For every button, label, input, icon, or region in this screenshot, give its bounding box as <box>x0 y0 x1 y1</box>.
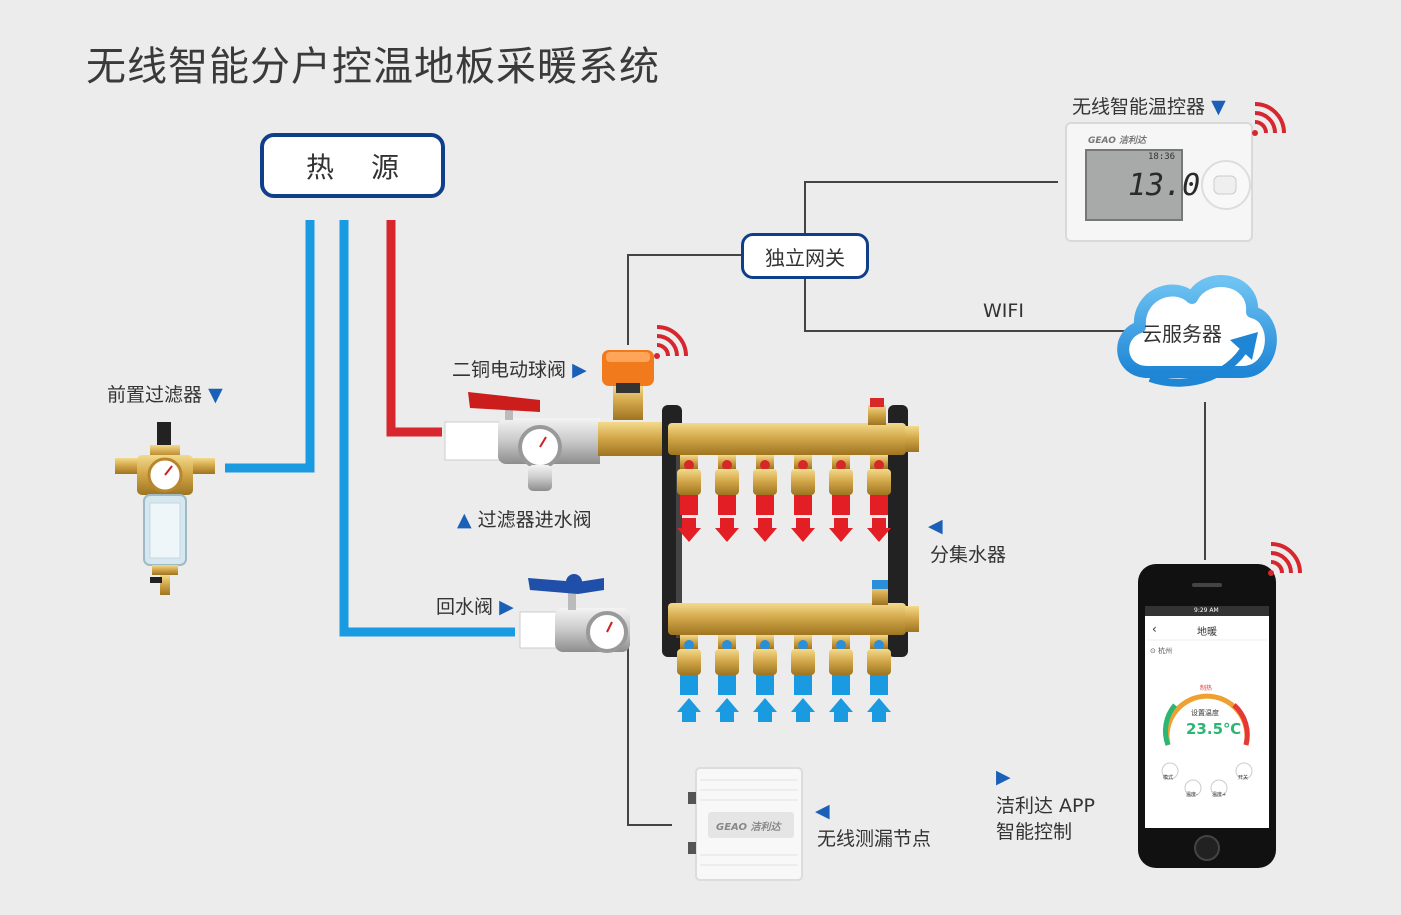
return-outlet <box>753 635 777 722</box>
phone-temp-up-button[interactable]: 温度+ <box>1212 792 1227 798</box>
supply-manifold <box>668 398 919 455</box>
return-flow-arrow <box>715 698 739 722</box>
leak-node-brand-logo: GEAO 洁利达 <box>716 822 781 833</box>
heat-source-box: 热 源 <box>260 133 445 198</box>
ball-valve-label: 二铜电动球阀 ▶ <box>452 359 587 381</box>
triangle-left-icon: ◀ <box>928 515 943 537</box>
wifi-label: WIFI <box>983 300 1024 322</box>
return-manifold <box>668 580 919 635</box>
supply-flow-arrow <box>715 518 739 542</box>
filter-valve-label: ▲ 过滤器进水阀 <box>457 509 592 531</box>
supply-outlet <box>829 455 853 542</box>
wireless-signal-icon <box>1252 102 1286 136</box>
triangle-right-icon: ▶ <box>572 359 587 381</box>
supply-flow-arrow <box>791 518 815 542</box>
manifold-label: 分集水器 <box>930 544 1007 566</box>
phone-mode-button[interactable]: 模式 <box>1163 775 1174 781</box>
return-flow-arrow <box>867 698 891 722</box>
return-outlet <box>715 635 739 722</box>
triangle-right-icon: ▶ <box>499 596 514 618</box>
thermostat-brand-logo: GEAO 洁利达 <box>1088 136 1147 146</box>
supply-outlet <box>677 455 701 542</box>
wireless-symbols <box>654 102 1302 576</box>
cloud-label: 云服务器 <box>1142 322 1222 346</box>
return-outlet <box>791 635 815 722</box>
return-outlet <box>829 635 853 722</box>
triangle-right-icon: ▶ <box>996 766 1011 788</box>
phone-dial-top-label: 制热 <box>1200 685 1213 692</box>
thermostat-label: 无线智能温控器 ▼ <box>1072 96 1226 118</box>
supply-flow-arrow <box>829 518 853 542</box>
phone-status-time: 9:29 AM <box>1194 607 1219 614</box>
return-outlets <box>677 635 891 722</box>
supply-flow-arrow <box>677 518 701 542</box>
leak-node-label: 无线测漏节点 <box>817 828 932 850</box>
app-label-line2: 智能控制 <box>996 821 1073 843</box>
triangle-down-icon: ▼ <box>1211 96 1226 118</box>
phone-back-icon[interactable]: ‹ <box>1152 622 1157 636</box>
supply-valve-assembly <box>444 350 668 491</box>
gateway-box: 独立网关 <box>741 233 869 279</box>
return-flow-arrow <box>753 698 777 722</box>
manifold-brackets <box>662 405 908 657</box>
triangle-left-icon: ◀ <box>815 800 830 822</box>
phone-temp-down-button[interactable]: 温度- <box>1186 792 1198 798</box>
prefilter-graphic <box>115 422 215 595</box>
phone-dial-label: 设置温度 <box>1191 709 1219 717</box>
triangle-up-icon: ▲ <box>457 509 472 531</box>
leak-node-device <box>688 767 803 881</box>
phone-power-button[interactable]: 开关 <box>1238 775 1249 781</box>
supply-outlet <box>867 455 891 542</box>
page-title: 无线智能分户控温地板采暖系统 <box>86 44 660 90</box>
phone-location: ⊙ 杭州 <box>1150 647 1173 655</box>
wireless-signal-icon <box>1268 542 1302 576</box>
supply-outlet <box>791 455 815 542</box>
supply-flow-arrow <box>753 518 777 542</box>
return-flow-arrow <box>677 698 701 722</box>
thermostat-display-value: 13.0 <box>1128 168 1201 203</box>
return-flow-arrow <box>829 698 853 722</box>
phone-header-title: 地暖 <box>1197 627 1217 638</box>
return-valve-label: 回水阀 ▶ <box>436 596 514 618</box>
supply-outlet <box>753 455 777 542</box>
wireless-signal-icon <box>654 325 688 359</box>
return-outlet <box>867 635 891 722</box>
supply-outlet <box>715 455 739 542</box>
supply-flow-arrow <box>867 518 891 542</box>
cloud-graphic <box>1117 275 1277 387</box>
thermostat-display-time: 18:36 <box>1148 152 1176 162</box>
supply-outlets <box>677 455 891 542</box>
control-lines <box>627 181 1206 826</box>
supply-pipes <box>225 220 515 637</box>
return-flow-arrow <box>791 698 815 722</box>
phone-set-temp: 23.5℃ <box>1186 720 1242 738</box>
triangle-down-icon: ▼ <box>208 384 223 406</box>
return-valve-assembly <box>519 574 630 653</box>
thermostat-device <box>1065 122 1253 242</box>
phone-device <box>1138 564 1276 868</box>
prefilter-label: 前置过滤器 ▼ <box>107 384 223 406</box>
return-outlet <box>677 635 701 722</box>
app-label-line1: 洁利达 APP <box>996 795 1095 817</box>
